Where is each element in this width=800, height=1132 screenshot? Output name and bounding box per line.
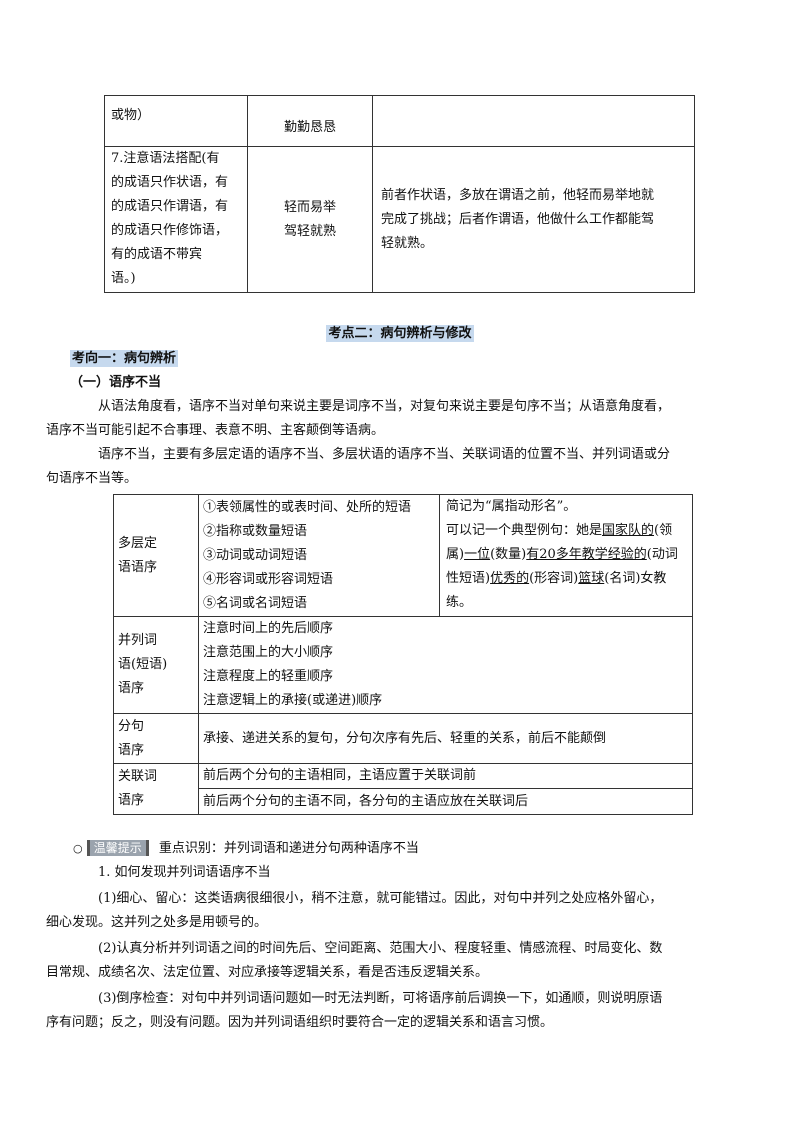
example-part: 一位 [464, 547, 491, 562]
row-text: 前后两个分句的主语不同，各分句的主语应放在关联词后 [203, 793, 529, 809]
example-part: 有20多年教学经验的 [526, 547, 647, 562]
table-cell: 并列词 语(短语) 语序 [113, 616, 199, 714]
para-line: 句语序不当等。 [46, 471, 138, 486]
paragraph: 语序不当，主要有多层定语的语序不当、多层状语的语序不当、关联词语的位置不当、并列… [46, 443, 732, 491]
list-item: ②指称或数量短语 [203, 523, 308, 539]
table-cell: 多层定 语语序 [113, 494, 199, 617]
row-label: 语序 [118, 681, 145, 696]
section-title: 考点二：病句辨析与修改 [326, 325, 474, 342]
table-row: 前后两个分句的主语不同，各分句的主语应放在关联词后 [114, 788, 693, 815]
cell-line: 完成了挑战；后者作谓语，他做什么工作都能驾 [381, 211, 655, 227]
item-title: 1. 如何发现并列词语语序不当 [72, 861, 732, 885]
list-item: ⑤名词或名词短语 [203, 595, 308, 611]
table-row: 关联词 语序 前后两个分句的主语相同，主语应置于关联词前 [113, 763, 693, 815]
para-line: 语序不当可能引起不合事理、表意不明、主客颠倒等语病。 [46, 423, 385, 438]
example-note: (动词性短语) [446, 547, 678, 586]
table-cell: 7.注意语法搭配(有 的成语只作状语，有 的成语只作谓语，有 的成语只作修饰语，… [104, 146, 248, 293]
table-cell: 或物） [104, 95, 248, 147]
tip-text: 重点识别：并列词语和递进分句两种语序不当 [158, 841, 419, 856]
tip-line: ○ 温馨提示 重点识别：并列词语和递进分句两种语序不当 [73, 839, 419, 859]
table-cell: 前后两个分句的主语相同，主语应置于关联词前 [198, 763, 693, 789]
row-label: 语(短语) [118, 657, 168, 672]
note-text: 可以记一个典型例句：她是 [446, 523, 603, 538]
row-label: 语序 [118, 793, 145, 808]
example-part: 国家队的 [602, 523, 655, 538]
list-item: ④形容词或形容词短语 [203, 571, 334, 587]
table-row: 多层定 语语序 ①表领属性的或表时间、处所的短语 ②指称或数量短语 ③动词或动词… [113, 494, 693, 617]
paragraph: 从语法角度看，语序不当对单句来说主要是词序不当，对复句来说主要是句序不当；从语意… [46, 395, 732, 443]
table-cell: 前者作状语，多放在谓语之前，他轻而易举地就 完成了挑战；后者作谓语，他做什么工作… [372, 146, 695, 293]
table-cell: 简记为“属指动形名”。 可以记一个典型例句：她是国家队的(领属)一位(数量)有2… [439, 494, 693, 617]
list-item: 注意逻辑上的承接(或递进)顺序 [203, 693, 383, 708]
table-row: 7.注意语法搭配(有 的成语只作状语，有 的成语只作谓语，有 的成语只作修饰语，… [104, 146, 695, 293]
para-line: (2)认真分析并列词语之间的时间先后、空间距离、范围大小、程度轻重、情感流程、时… [98, 941, 663, 956]
paragraph: (1)细心、留心：这类语病很细很小，稍不注意，就可能错过。因此，对句中并列之处应… [46, 887, 732, 935]
table-cell: 分句 语序 [113, 713, 199, 764]
para-line: 从语法角度看，语序不当对单句来说主要是词序不当，对复句来说主要是句序不当；从语意… [98, 399, 671, 414]
para-line: 细心发现。这并列之处多是用顿号的。 [46, 915, 268, 930]
table-cell: 勤勤恳恳 [247, 95, 373, 147]
table-cell: 关联词 语序 [113, 763, 199, 815]
word-order-table: 多层定 语语序 ①表领属性的或表时间、处所的短语 ②指称或数量短语 ③动词或动词… [113, 494, 693, 815]
cell-text: 或物） [111, 108, 151, 123]
row-label: 多层定 [118, 535, 158, 551]
list-item: ③动词或动词短语 [203, 547, 308, 563]
cell-line: 的成语只作谓语，有 [111, 199, 229, 214]
table-cell: 承接、递进关系的复句，分句次序有先后、轻重的关系，前后不能颠倒 [198, 713, 693, 764]
example-note: (名词)女教练。 [446, 571, 667, 610]
list-item: 注意程度上的轻重顺序 [203, 669, 334, 684]
table-row: 或物） 勤勤恳恳 [104, 95, 695, 147]
heading-word-order: （一）语序不当 [70, 375, 162, 390]
para-line: 目常规、成绩名次、法定位置、对应承接等逻辑关系，看是否违反逻辑关系。 [46, 965, 489, 980]
example-note: (领属) [446, 523, 673, 562]
cell-line: 前者作状语，多放在谓语之前，他轻而易举地就 [381, 187, 655, 203]
example-part: 篮球 [578, 571, 605, 586]
example-sentence: 可以记一个典型例句：她是国家队的(领属)一位(数量)有20多年教学经验的(动词性… [446, 519, 686, 615]
list-item: ①表领属性的或表时间、处所的短语 [203, 499, 412, 515]
row-label: 分句 [118, 718, 145, 734]
idiom-table: 或物） 勤勤恳恳 7.注意语法搭配(有 的成语只作状语，有 的成语只作谓语，有 … [104, 95, 695, 293]
list-item: 注意范围上的大小顺序 [203, 645, 334, 660]
cell-line: 轻就熟。 [381, 235, 434, 251]
cell-line: 的成语只作状语，有 [111, 175, 229, 190]
row-label: 并列词 [118, 633, 158, 648]
cell-line: 轻而易举 [283, 199, 336, 215]
table-cell: 注意时间上的先后顺序 注意范围上的大小顺序 注意程度上的轻重顺序 注意逻辑上的承… [198, 616, 693, 714]
note-line: 简记为“属指动形名”。 [446, 499, 577, 514]
table-row: 分句 语序 承接、递进关系的复句，分句次序有先后、轻重的关系，前后不能颠倒 [113, 713, 693, 764]
table-cell [372, 95, 695, 147]
row-label: 关联词 [118, 769, 158, 784]
item-title-text: 1. 如何发现并列词语语序不当 [98, 865, 271, 880]
cell-line: 的成语只作修饰语， [111, 223, 229, 238]
paragraph: (3)倒序检查：对句中并列词语问题如一时无法判断，可将语序前后调换一下，如通顺，… [46, 987, 732, 1035]
para-line: (1)细心、留心：这类语病很细很小，稍不注意，就可能错过。因此，对句中并列之处应… [98, 891, 663, 906]
example-part: 优秀的 [490, 571, 530, 586]
row-text: 承接、递进关系的复句，分句次序有先后、轻重的关系，前后不能颠倒 [203, 730, 607, 746]
row-label: 语语序 [118, 559, 158, 575]
paragraph: (2)认真分析并列词语之间的时间先后、空间距离、范围大小、程度轻重、情感流程、时… [46, 937, 732, 985]
para-line: 语序不当，主要有多层定语的语序不当、多层状语的语序不当、关联词语的位置不当、并列… [98, 447, 671, 462]
para-line: 序有问题；反之，则没有问题。因为并列词语组织时要符合一定的逻辑关系和语言习惯。 [46, 1015, 554, 1030]
cell-line: 有的成语不带宾 [111, 247, 203, 262]
example-note: (形容词) [529, 571, 579, 586]
cell-text: 勤勤恳恳 [283, 120, 336, 135]
row-label: 语序 [118, 742, 145, 758]
subsection-title: 考向一：病句辨析 [70, 350, 179, 367]
cell-line: 驾轻就熟 [283, 223, 336, 239]
list-item: 注意时间上的先后顺序 [203, 621, 334, 636]
row-text: 前后两个分句的主语相同，主语应置于关联词前 [203, 768, 477, 783]
cell-line: 语。) [111, 271, 136, 286]
table-cell: 前后两个分句的主语不同，各分句的主语应放在关联词后 [198, 788, 693, 815]
table-row: 并列词 语(短语) 语序 注意时间上的先后顺序 注意范围上的大小顺序 注意程度上… [113, 616, 693, 714]
para-line: (3)倒序检查：对句中并列词语问题如一时无法判断，可将语序前后调换一下，如通顺，… [98, 991, 663, 1006]
bullet-icon: ○ [73, 842, 83, 855]
table-cell: ①表领属性的或表时间、处所的短语 ②指称或数量短语 ③动词或动词短语 ④形容词或… [198, 494, 440, 617]
example-note: (数量) [490, 547, 527, 562]
tip-badge: 温馨提示 [86, 840, 149, 856]
cell-line: 7.注意语法搭配(有 [111, 151, 220, 166]
table-cell: 轻而易举 驾轻就熟 [247, 146, 373, 293]
